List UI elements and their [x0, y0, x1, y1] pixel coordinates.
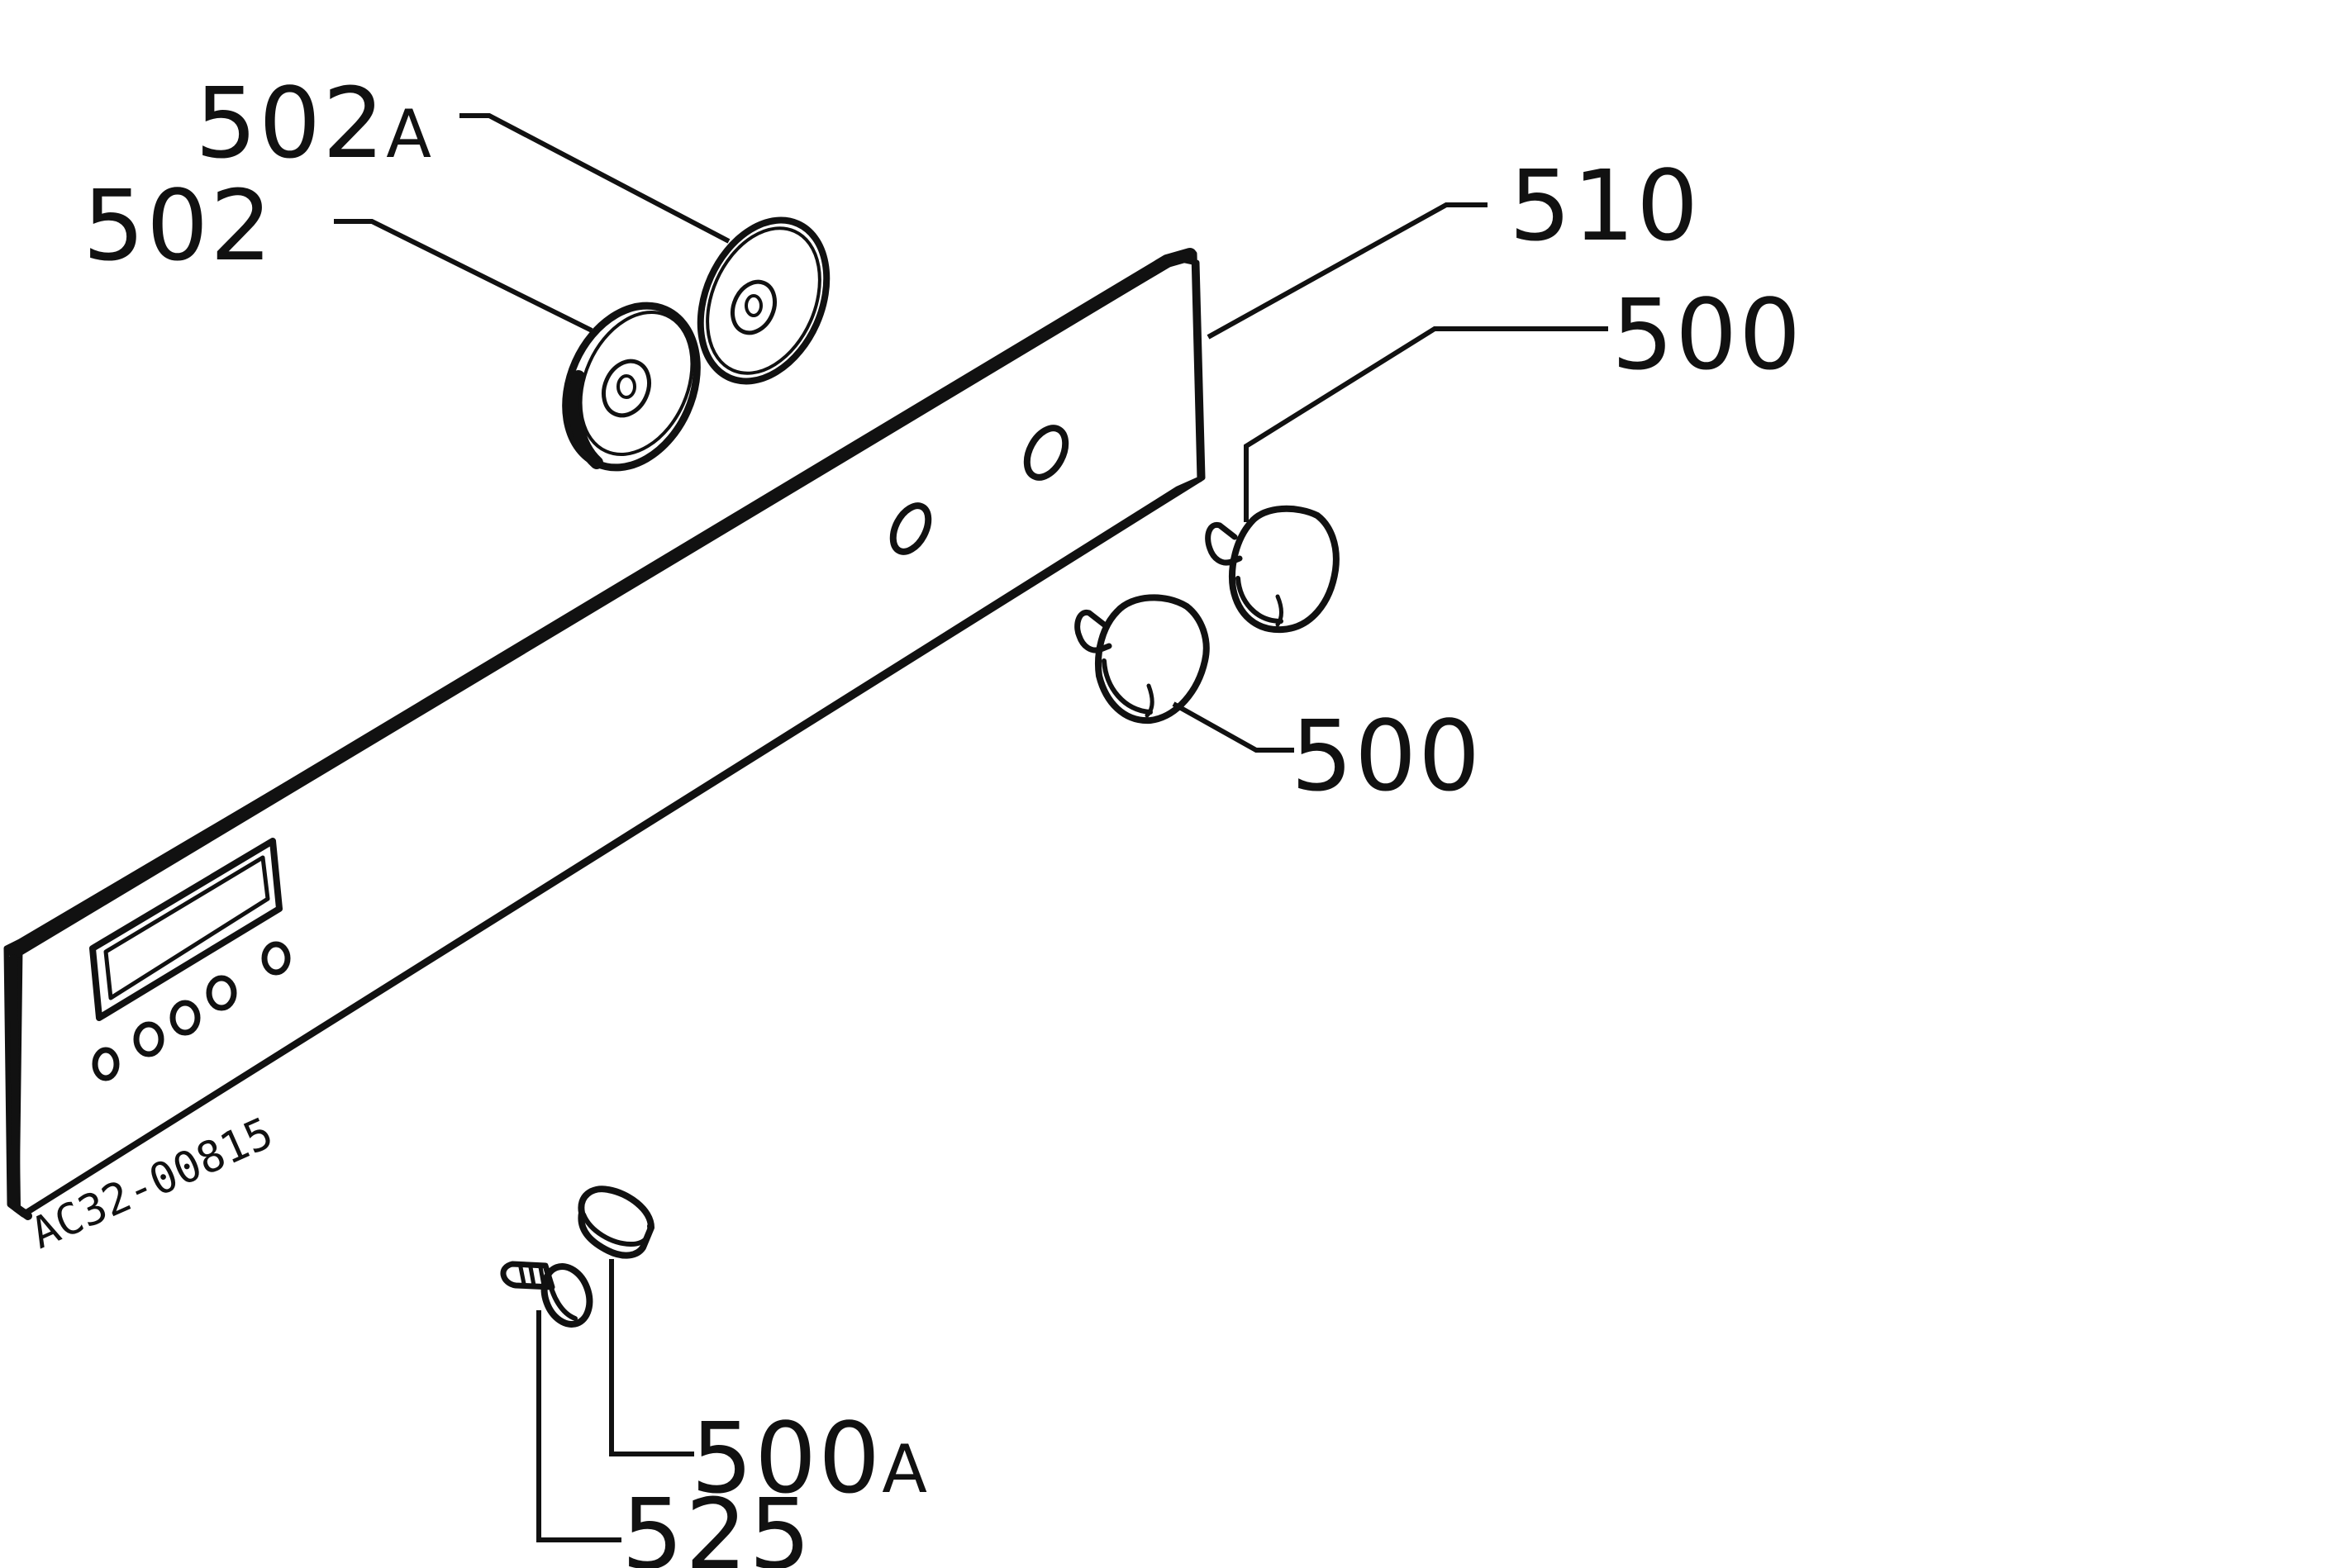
knob-disc-502a: [697, 216, 831, 385]
push-button: [92, 1047, 120, 1081]
panel-display-window-inner: [103, 855, 270, 1000]
leader-500a: [609, 1259, 694, 1456]
leader-502: [334, 219, 593, 333]
panel-display-window: [89, 838, 283, 1021]
push-button: [206, 975, 237, 1011]
leader-500-upper: [1244, 326, 1608, 522]
panel-front-face: [13, 254, 1206, 1216]
callout-500a: 500A: [691, 1401, 929, 1515]
callout-500-upper: 500: [1611, 278, 1802, 392]
push-button: [133, 1021, 164, 1057]
callout-500-lower: 500: [1291, 699, 1482, 813]
callout-502a: 502A: [195, 66, 433, 180]
leader-510: [1207, 202, 1488, 340]
leader-502a: [459, 113, 731, 244]
callout-502: 502: [83, 169, 274, 283]
screw: [500, 1261, 593, 1328]
leader-lines: [334, 113, 1608, 1542]
callouts: 502A 502 510 500 500 500A 525: [83, 66, 1802, 1568]
push-button: [169, 1000, 201, 1036]
panel-knob-hole: [889, 502, 932, 555]
panel-left-rim: [9, 954, 32, 1220]
callout-510: 510: [1509, 149, 1700, 263]
knob-disc-502: [562, 302, 701, 472]
knob-lower: [1074, 594, 1210, 725]
push-button: [261, 941, 291, 976]
knob-upper: [1205, 505, 1340, 634]
control-panel: [3, 248, 1206, 1220]
leader-500-lower: [1172, 701, 1294, 753]
callout-525: 525: [621, 1477, 812, 1568]
panel-top-rim: [8, 248, 1197, 958]
spacer-bushing: [578, 1186, 655, 1259]
panel-push-buttons: [92, 941, 291, 1081]
panel-knob-hole: [1023, 425, 1069, 481]
leader-525: [536, 1310, 621, 1542]
